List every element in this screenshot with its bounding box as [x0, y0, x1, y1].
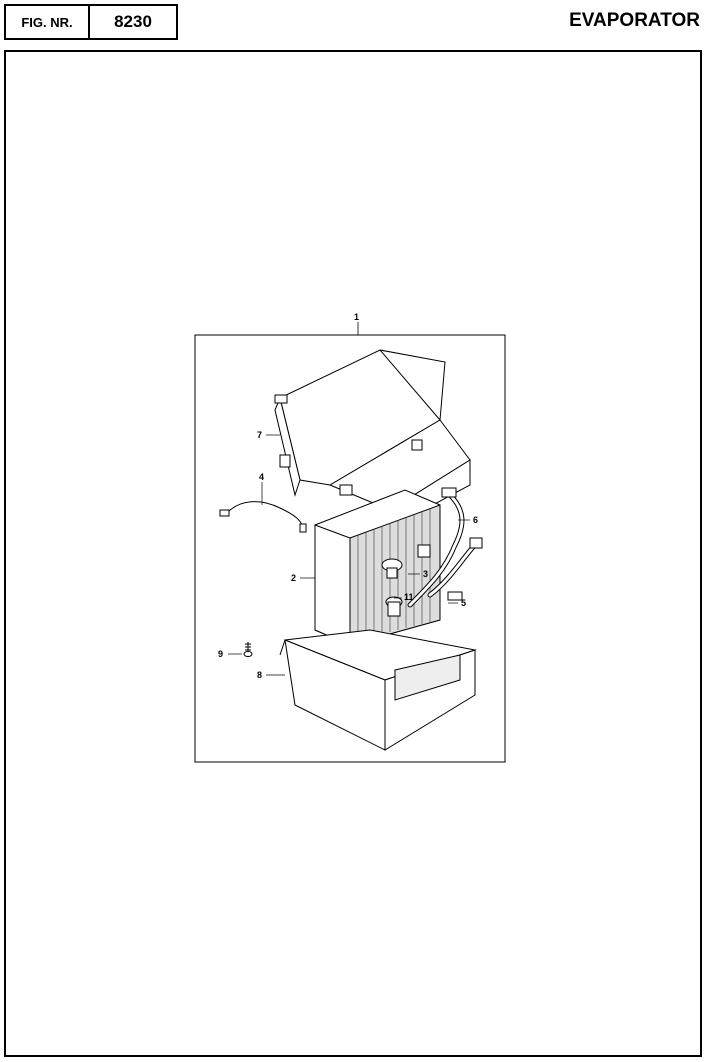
figure-number: 8230 — [114, 12, 152, 31]
diagram-border — [194, 334, 506, 763]
callout-1: 1 — [354, 312, 359, 322]
callout-7: 7 — [257, 430, 262, 440]
callout-4: 4 — [259, 472, 264, 482]
evaporator-exploded-diagram: 1 2 3 4 5 6 7 8 9 11 — [194, 312, 506, 763]
callout-6: 6 — [473, 515, 478, 525]
callout-8: 8 — [257, 670, 262, 680]
figure-label: FIG. NR. — [6, 6, 90, 38]
callout-2: 2 — [291, 573, 296, 583]
page-title: EVAPORATOR — [569, 10, 700, 31]
figure-number-box: FIG. NR. 8230 — [4, 4, 178, 40]
drawing-frame — [4, 50, 702, 1057]
expansion-valve-part — [381, 544, 431, 617]
callout-9: 9 — [218, 649, 223, 659]
screw-part — [243, 642, 253, 657]
evaporator-core-part — [314, 489, 441, 646]
top-cover-part — [274, 349, 471, 521]
bottom-tray-part — [279, 629, 477, 751]
callout-5: 5 — [461, 598, 466, 608]
sensor-wire-part — [219, 501, 307, 533]
callout-11: 11 — [404, 592, 414, 602]
callout-3: 3 — [423, 569, 428, 579]
